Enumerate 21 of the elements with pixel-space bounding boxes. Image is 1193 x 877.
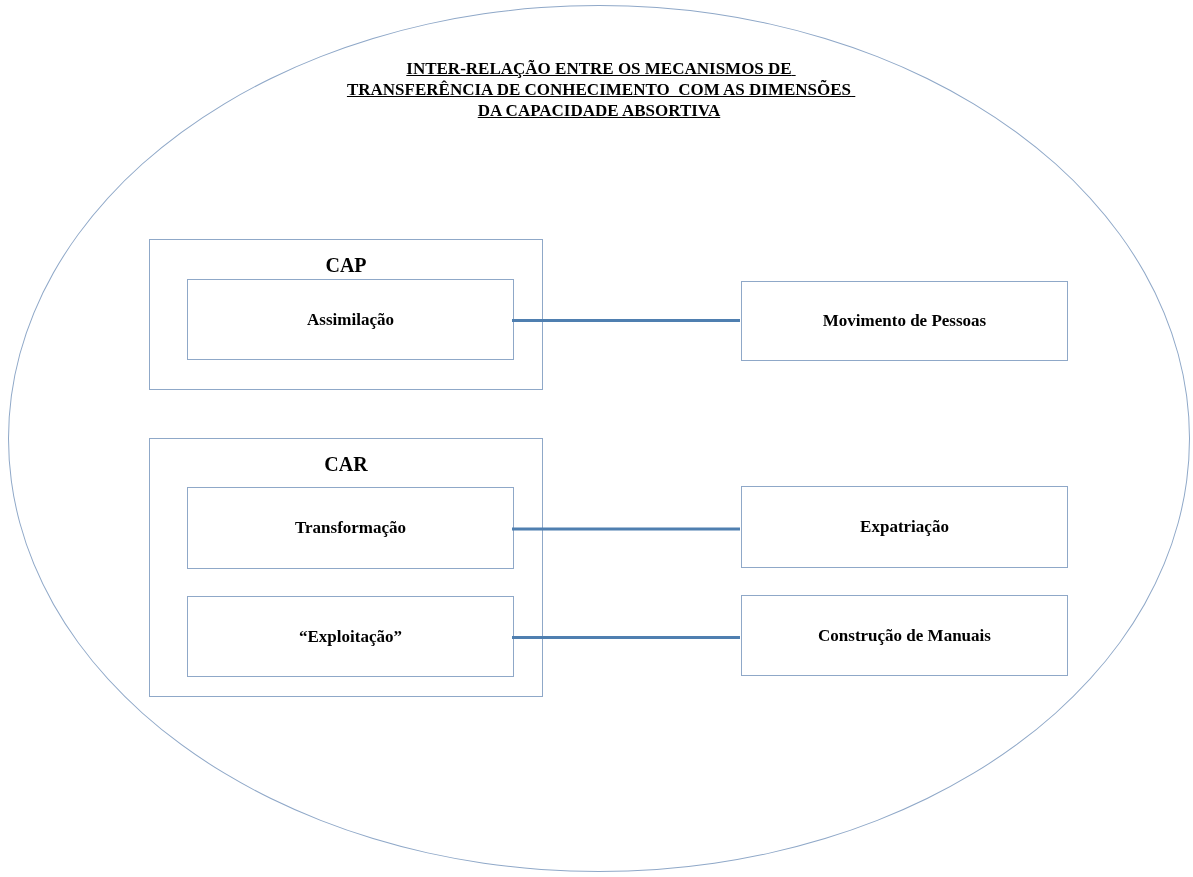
group-label: CAR <box>323 453 369 476</box>
ellipse-heading: INTER-RELAÇÃO ENTRE OS MECANISMOS DE TRANSFERÊNCIA DE CONHECIMENTO COM AS DIMENSÕES DA CAPACIDADE ABSORTIVA <box>345 58 853 121</box>
connector-line <box>512 527 740 531</box>
group-label: CAP <box>324 254 368 277</box>
connector-line <box>512 319 740 322</box>
group-box <box>149 239 543 390</box>
concept-box <box>741 281 1068 361</box>
concept-box <box>741 595 1068 676</box>
box-label: Expatriação <box>859 517 950 537</box>
concept-box <box>741 486 1068 568</box>
box-label: Movimento de Pessoas <box>821 311 988 331</box>
concept-box <box>187 279 514 360</box>
connector-line <box>512 636 740 639</box>
ellipse-boundary <box>8 5 1190 872</box>
concept-box <box>187 596 514 677</box>
concept-box <box>187 487 514 569</box>
box-label: Transformação <box>293 518 408 538</box>
box-label: Construção de Manuais <box>817 625 992 646</box>
box-label: “Exploitação” <box>298 626 403 647</box>
group-box <box>149 438 543 697</box>
box-label: Assimilação <box>306 309 395 330</box>
